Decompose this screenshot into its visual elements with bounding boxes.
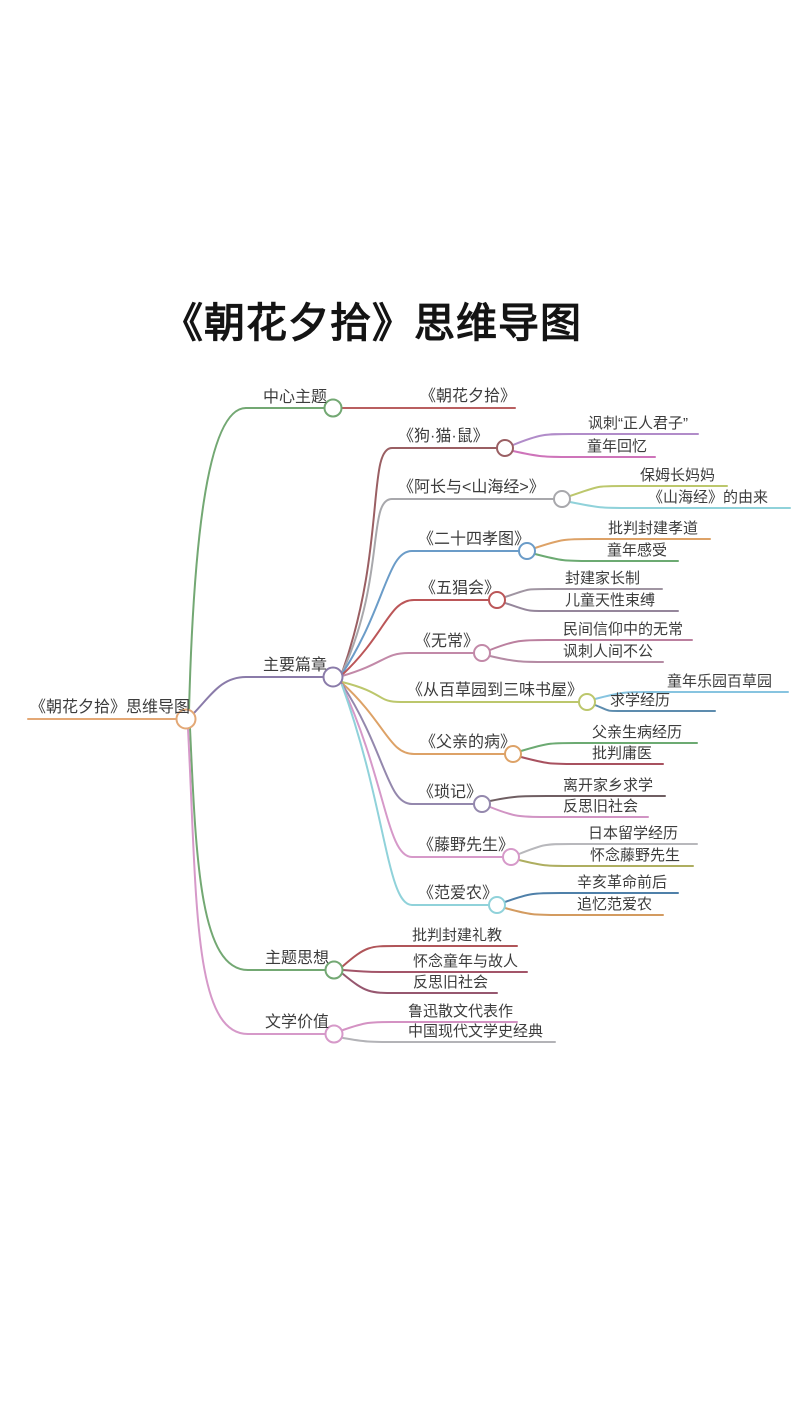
- label-theme-c: 反思旧社会: [413, 974, 489, 991]
- label-ch9-b: 怀念藤野先生: [590, 847, 681, 864]
- label-ch8-a: 离开家乡求学: [563, 777, 654, 794]
- leaf-ch4-a: [504, 588, 663, 598]
- branch-ch5: [341, 652, 475, 677]
- branch-ch9: [341, 684, 504, 858]
- leaf-ch4-b: [504, 602, 679, 612]
- leaf-value-b: [342, 1037, 556, 1043]
- label-ch9: 《藤野先生》: [418, 837, 515, 854]
- label-ch1-a: 讽刺“正人君子”: [588, 415, 688, 432]
- branch-ch2: [341, 498, 555, 674]
- label-ch3-b: 童年感受: [607, 542, 668, 559]
- branch-ch6: [341, 681, 580, 703]
- label-ch3: 《二十四孝图》: [418, 531, 531, 548]
- label-central-theme: 中心主题: [263, 389, 328, 406]
- leaf-ch9-a: [518, 843, 698, 855]
- leaf-ch10-a: [504, 892, 679, 903]
- label-ch8-b: 反思旧社会: [563, 798, 639, 815]
- label-ch7-b: 批判庸医: [592, 745, 653, 762]
- leaf-ch2-a: [569, 485, 728, 497]
- label-root: 《朝花夕拾》思维导图: [30, 699, 191, 716]
- page-title: 《朝花夕拾》思维导图: [162, 299, 582, 348]
- label-ch3-a: 批判封建孝道: [608, 520, 699, 537]
- leaf-ch9-b: [518, 859, 694, 867]
- node-ch6: [578, 693, 596, 711]
- label-ch10-a: 辛亥革命前后: [577, 874, 668, 891]
- node-ch1: [496, 439, 514, 457]
- node-main-chapters: [322, 666, 344, 688]
- leaf-ch8-b: [489, 806, 649, 818]
- leaf-ch1-b: [512, 450, 656, 458]
- leaf-ch6-b: [594, 704, 716, 712]
- node-ch5: [473, 644, 491, 662]
- label-ch9-a: 日本留学经历: [588, 825, 679, 842]
- leaf-theme-c: [342, 973, 498, 994]
- leaf-ch2-b: [569, 501, 791, 509]
- label-ch8: 《琐记》: [418, 784, 483, 801]
- node-ch7: [504, 745, 522, 763]
- node-ch8: [473, 795, 491, 813]
- leaf-ch5-b: [489, 655, 664, 663]
- leaf-ch5-a: [489, 639, 693, 651]
- label-main-chapters: 主要篇章: [263, 657, 328, 674]
- leaf-ch3-b: [534, 553, 679, 562]
- label-zhaohuaxishi: 《朝花夕拾》: [420, 388, 517, 405]
- node-theme-ideas: [324, 960, 344, 980]
- label-ch7: 《父亲的病》: [420, 734, 517, 751]
- label-ch4-b: 儿童天性束缚: [565, 592, 656, 609]
- node-ch3: [518, 542, 536, 560]
- branch-ch7: [341, 682, 506, 755]
- leaf-theme-b: [342, 969, 528, 973]
- label-ch2-b: 《山海经》的由来: [648, 489, 769, 506]
- leaf-ch10-b: [504, 907, 664, 916]
- branch-central-theme: [188, 407, 247, 712]
- label-ch10: 《范爱农》: [418, 885, 499, 902]
- label-ch5: 《无常》: [415, 633, 480, 650]
- label-ch6-b: 求学经历: [610, 692, 671, 709]
- branch-ch10: [341, 684, 490, 906]
- leaf-ch8-a: [489, 795, 666, 802]
- branch-ch4: [341, 599, 490, 676]
- label-literary-value: 文学价值: [265, 1014, 330, 1031]
- label-ch1-b: 童年回忆: [587, 438, 648, 455]
- label-ch7-a: 父亲生病经历: [592, 724, 683, 741]
- label-ch6-a: 童年乐园百草园: [667, 673, 773, 690]
- leaf-ch7-a: [520, 742, 698, 752]
- label-ch2: 《阿长与<山海经>》: [398, 479, 545, 496]
- label-value-b: 中国现代文学史经典: [408, 1023, 544, 1040]
- label-ch10-b: 追忆范爱农: [577, 896, 653, 913]
- label-theme-a: 批判封建礼教: [412, 927, 503, 944]
- node-central-theme: [323, 398, 343, 418]
- branch-ch8: [341, 683, 475, 805]
- label-ch2-a: 保姆长妈妈: [640, 467, 716, 484]
- label-theme-ideas: 主题思想: [265, 950, 330, 967]
- leaf-ch6-a: [594, 691, 789, 700]
- leaf-ch7-b: [520, 756, 664, 765]
- node-root: [175, 708, 197, 730]
- label-theme-b: 怀念童年与故人: [413, 953, 519, 970]
- leaf-value-a: [342, 1021, 518, 1031]
- label-ch1: 《狗·猫·鼠》: [398, 428, 489, 445]
- branch-theme-ideas: [189, 727, 249, 971]
- leaf-ch1-a: [512, 433, 699, 446]
- branch-ch1: [341, 447, 498, 674]
- leaf-ch3-a: [534, 538, 711, 549]
- label-ch4: 《五猖会》: [420, 580, 501, 597]
- label-ch4-a: 封建家长制: [565, 570, 641, 587]
- branch-ch3: [341, 550, 520, 675]
- label-value-a: 鲁迅散文代表作: [408, 1003, 514, 1020]
- node-ch4: [488, 591, 506, 609]
- label-ch6: 《从百草园到三味书屋》: [407, 682, 584, 699]
- node-ch2: [553, 490, 571, 508]
- node-ch10: [488, 896, 506, 914]
- branch-literary-value: [187, 728, 249, 1035]
- node-literary-value: [324, 1024, 344, 1044]
- node-ch9: [502, 848, 520, 866]
- label-ch5-b: 讽刺人间不公: [563, 643, 654, 660]
- leaf-theme-a: [342, 945, 518, 967]
- branch-main-chapters: [193, 676, 247, 714]
- label-ch5-a: 民间信仰中的无常: [563, 621, 684, 638]
